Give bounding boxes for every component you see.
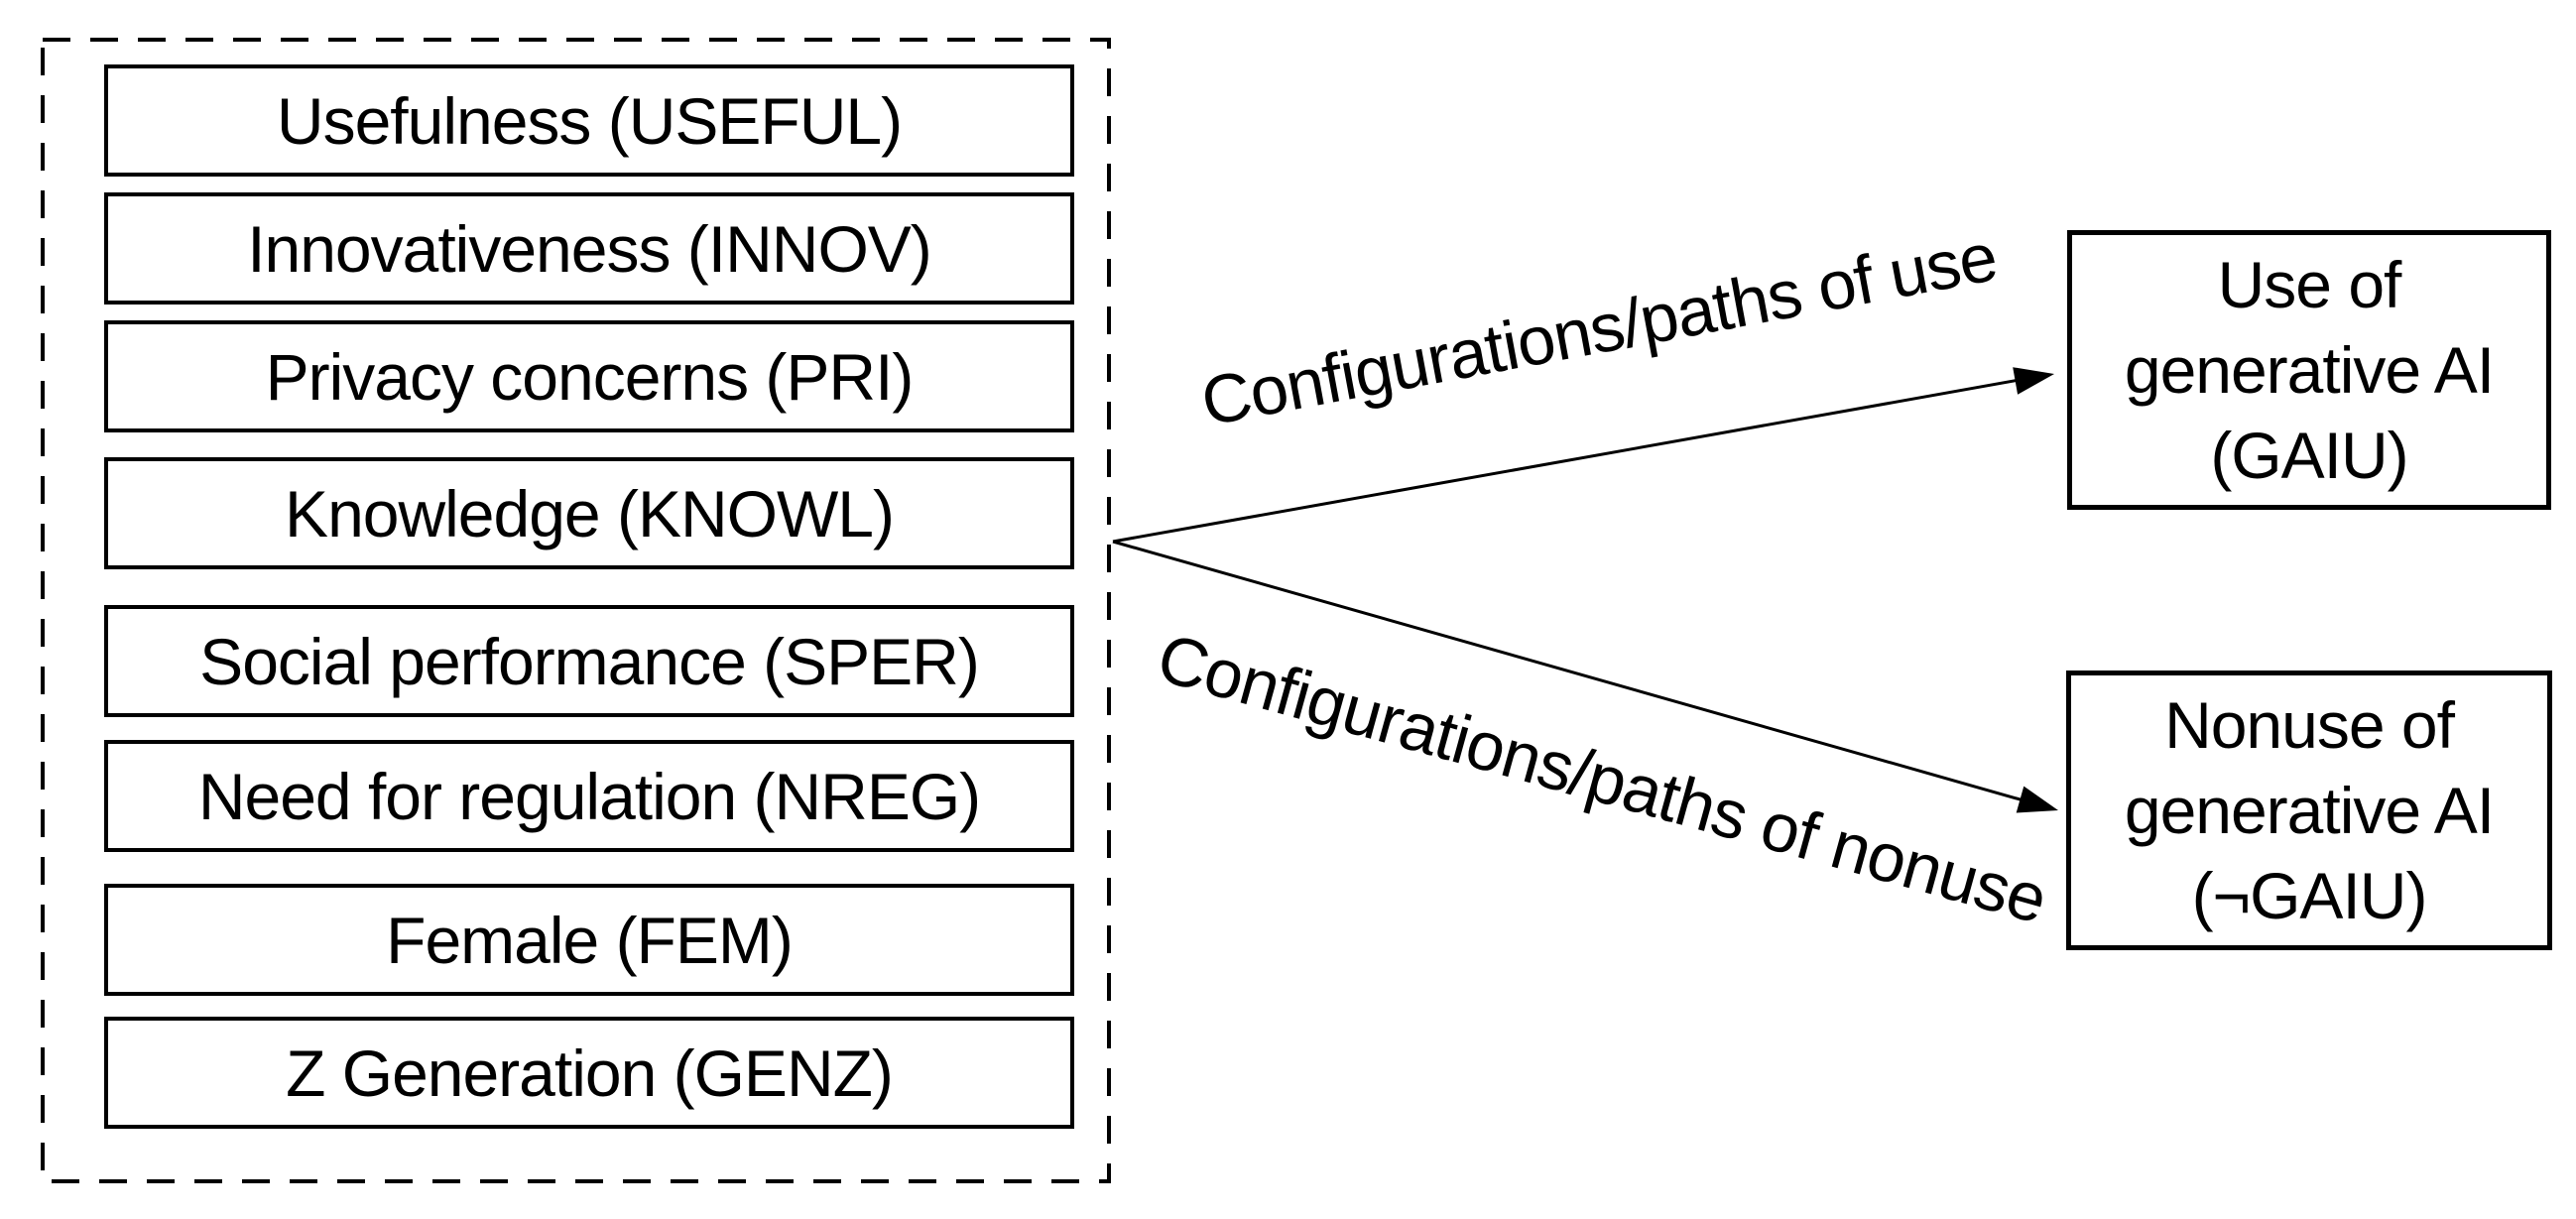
arrow-use-head: [2013, 367, 2054, 395]
outcome-box-not-gaiu: Nonuse of generative AI (¬GAIU): [2066, 670, 2552, 950]
outcome-not-gaiu-line-2: generative AI: [2124, 774, 2495, 847]
condition-box-knowl: Knowledge (KNOWL): [104, 457, 1074, 569]
condition-box-nreg: Need for regulation (NREG): [104, 740, 1074, 852]
outcome-gaiu-line-1: Use of: [2217, 248, 2402, 321]
arrow-nonuse-head: [2016, 786, 2058, 813]
outcome-gaiu-line-3: (GAIU): [2210, 419, 2408, 492]
condition-box-fem: Female (FEM): [104, 884, 1074, 996]
outcome-not-gaiu-line-1: Nonuse of: [2164, 688, 2455, 762]
condition-box-useful: Usefulness (USEFUL): [104, 64, 1074, 177]
condition-box-sper: Social performance (SPER): [104, 605, 1074, 717]
condition-box-innov: Innovativeness (INNOV): [104, 192, 1074, 305]
arrow-nonuse-line: [1112, 540, 2024, 802]
outcome-gaiu-line-2: generative AI: [2124, 333, 2495, 407]
outcome-box-gaiu: Use of generative AI (GAIU): [2067, 230, 2551, 510]
condition-box-genz: Z Generation (GENZ): [104, 1017, 1074, 1129]
outcome-not-gaiu-line-3: (¬GAIU): [2191, 859, 2428, 932]
condition-box-pri: Privacy concerns (PRI): [104, 320, 1074, 432]
antecedents-dashed-frame: [41, 38, 1111, 1183]
arrow-use-line: [1112, 378, 2021, 544]
